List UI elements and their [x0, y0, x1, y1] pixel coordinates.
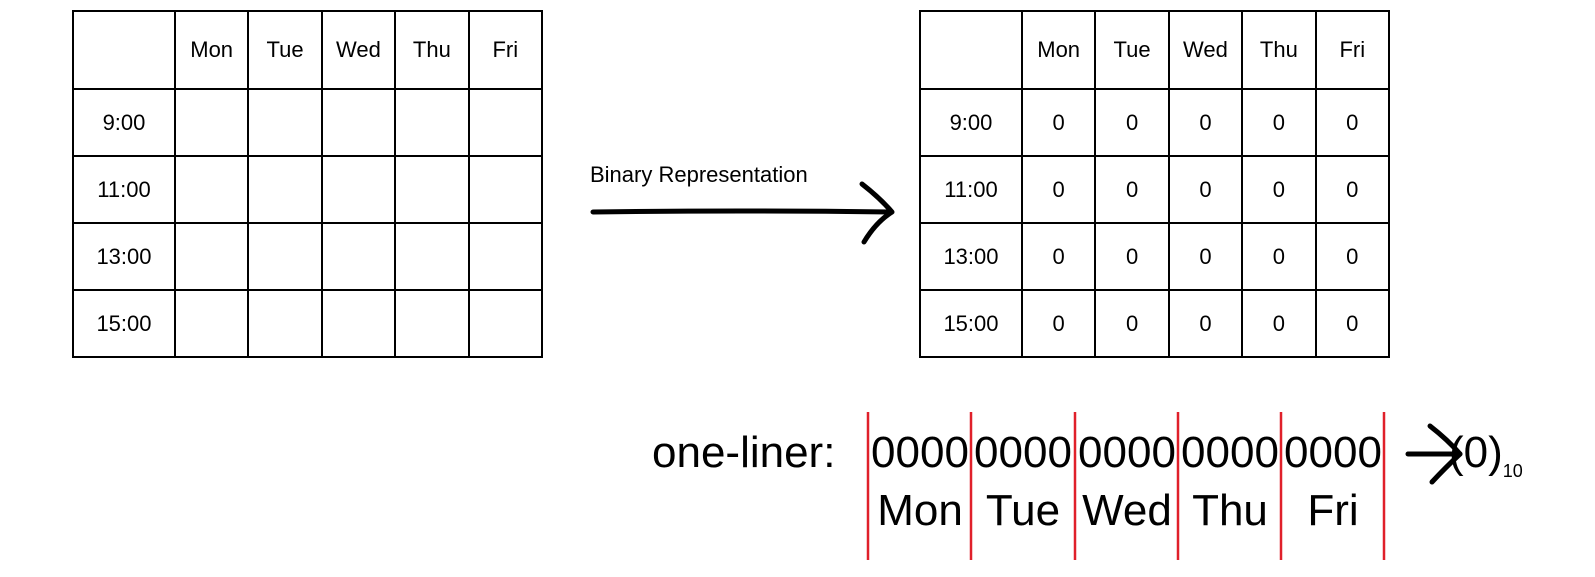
day-header-thu: Thu — [1241, 10, 1317, 90]
day-header-mon: Mon — [1020, 10, 1097, 90]
result-base: 10 — [1502, 461, 1523, 481]
slot-cell — [247, 88, 323, 157]
segment-bits-fri: 0000 — [1284, 428, 1382, 477]
day-header-fri: Fri — [467, 10, 544, 90]
time-row: 9:00 — [72, 88, 544, 157]
time-label: 11:00 — [919, 155, 1023, 224]
slot-cell — [320, 289, 397, 358]
time-row: 9:00 0 0 0 0 0 — [919, 88, 1391, 157]
slot-cell — [173, 88, 250, 157]
empty-schedule-table: Mon Tue Wed Thu Fri 9:00 11:00 13:00 15:… — [72, 10, 544, 358]
day-header-fri: Fri — [1314, 10, 1391, 90]
result-arrow-icon — [1405, 423, 1463, 485]
bit-cell: 0 — [1020, 222, 1097, 291]
day-header-wed: Wed — [320, 10, 397, 90]
binary-schedule-table: Mon Tue Wed Thu Fri 9:00 0 0 0 0 0 11:00… — [919, 10, 1391, 358]
oneliner-label: one-liner: — [652, 428, 836, 477]
slot-cell — [247, 155, 323, 224]
bit-cell: 0 — [1094, 222, 1170, 291]
segment-bits-tue: 0000 — [974, 428, 1072, 477]
segment-bits-wed: 0000 — [1078, 428, 1176, 477]
bit-cell: 0 — [1241, 88, 1317, 157]
segment-bits-mon: 0000 — [871, 428, 969, 477]
slot-cell — [320, 155, 397, 224]
segment-day-thu: Thu — [1192, 486, 1268, 535]
time-row: 15:00 — [72, 289, 544, 358]
time-row: 11:00 0 0 0 0 0 — [919, 155, 1391, 224]
corner-cell — [72, 10, 176, 90]
time-row: 13:00 — [72, 222, 544, 291]
slot-cell — [394, 88, 470, 157]
bit-cell: 0 — [1241, 155, 1317, 224]
time-row: 15:00 0 0 0 0 0 — [919, 289, 1391, 358]
segment-day-wed: Wed — [1082, 486, 1172, 535]
day-header-tue: Tue — [1094, 10, 1170, 90]
slot-cell — [173, 222, 250, 291]
bit-cell: 0 — [1314, 222, 1391, 291]
slot-cell — [173, 155, 250, 224]
slot-cell — [247, 222, 323, 291]
slot-cell — [467, 289, 544, 358]
bit-cell: 0 — [1094, 88, 1170, 157]
day-header-mon: Mon — [173, 10, 250, 90]
bit-cell: 0 — [1167, 88, 1244, 157]
slot-cell — [173, 289, 250, 358]
segment-dividers — [866, 412, 1386, 560]
time-row: 11:00 — [72, 155, 544, 224]
bit-cell: 0 — [1167, 289, 1244, 358]
slot-cell — [320, 222, 397, 291]
bit-cell: 0 — [1314, 289, 1391, 358]
slot-cell — [394, 222, 470, 291]
right-arrow-icon — [590, 181, 895, 245]
slot-cell — [467, 155, 544, 224]
slot-cell — [247, 289, 323, 358]
bit-cell: 0 — [1314, 88, 1391, 157]
slot-cell — [467, 88, 544, 157]
bit-cell: 0 — [1094, 289, 1170, 358]
bit-cell: 0 — [1020, 289, 1097, 358]
time-label: 11:00 — [72, 155, 176, 224]
slot-cell — [467, 222, 544, 291]
time-label: 9:00 — [72, 88, 176, 157]
day-header-wed: Wed — [1167, 10, 1244, 90]
slot-cell — [320, 88, 397, 157]
time-label: 13:00 — [919, 222, 1023, 291]
segment-day-tue: Tue — [985, 486, 1061, 535]
slot-cell — [394, 289, 470, 358]
result-value: (0) — [1449, 428, 1503, 477]
bit-cell: 0 — [1241, 289, 1317, 358]
bit-cell: 0 — [1020, 88, 1097, 157]
bit-cell: 0 — [1167, 155, 1244, 224]
slot-cell — [394, 155, 470, 224]
time-label: 15:00 — [72, 289, 176, 358]
arrow-label: Binary Representation — [590, 162, 808, 187]
time-row: 13:00 0 0 0 0 0 — [919, 222, 1391, 291]
day-header-tue: Tue — [247, 10, 323, 90]
time-label: 13:00 — [72, 222, 176, 291]
bit-cell: 0 — [1094, 155, 1170, 224]
segment-day-fri: Fri — [1307, 486, 1359, 535]
header-row: Mon Tue Wed Thu Fri — [919, 10, 1391, 90]
time-label: 15:00 — [919, 289, 1023, 358]
day-header-thu: Thu — [394, 10, 470, 90]
bit-cell: 0 — [1020, 155, 1097, 224]
segment-day-mon: Mon — [877, 486, 963, 535]
bit-cell: 0 — [1241, 222, 1317, 291]
header-row: Mon Tue Wed Thu Fri — [72, 10, 544, 90]
decimal-result: (0)10 — [1449, 428, 1523, 482]
corner-cell — [919, 10, 1023, 90]
bit-cell: 0 — [1167, 222, 1244, 291]
bit-cell: 0 — [1314, 155, 1391, 224]
time-label: 9:00 — [919, 88, 1023, 157]
segment-bits-thu: 0000 — [1181, 428, 1279, 477]
